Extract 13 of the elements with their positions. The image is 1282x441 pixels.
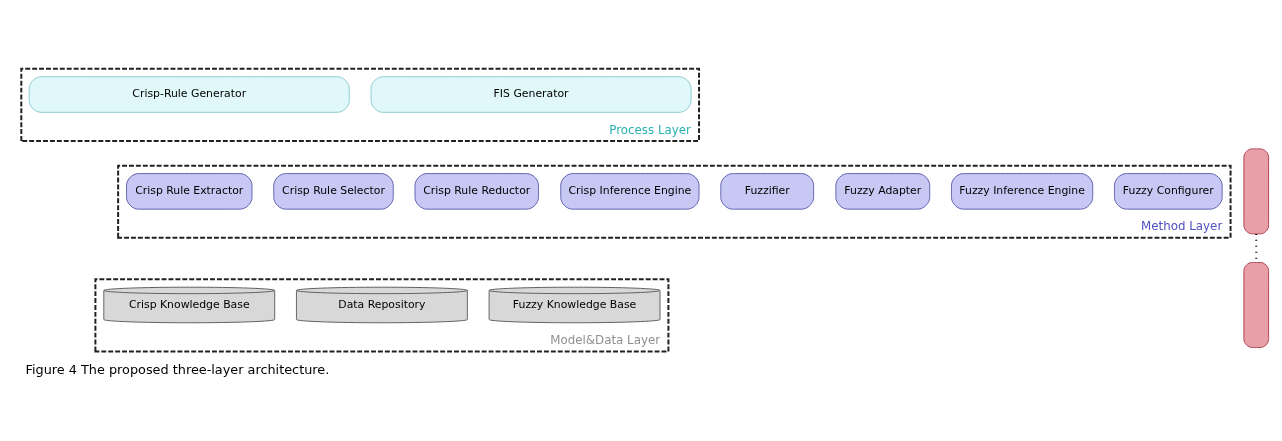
- node-box: Crisp Rule Reductor: [414, 172, 539, 210]
- node-box: Fuzzy Inference Engine: [950, 172, 1094, 210]
- node-box: Crisp-Rule Generator: [28, 75, 350, 113]
- caption: Figure 4 The proposed three-layer architecture.: [25, 361, 330, 377]
- node-box: Fuzzy Adapter: [835, 172, 931, 210]
- node-box: Crisp Inference Engine: [560, 172, 700, 210]
- node-box: Crisp Rule Extractor: [126, 172, 253, 210]
- node-box: Fuzzy Configurer: [1114, 172, 1223, 210]
- node-box: FIS Generator: [370, 75, 692, 113]
- node-box: [1243, 147, 1270, 234]
- node-box: Fuzzifier: [720, 172, 815, 210]
- node-box: Crisp Rule Selector: [273, 172, 394, 210]
- node-box: [1243, 261, 1270, 348]
